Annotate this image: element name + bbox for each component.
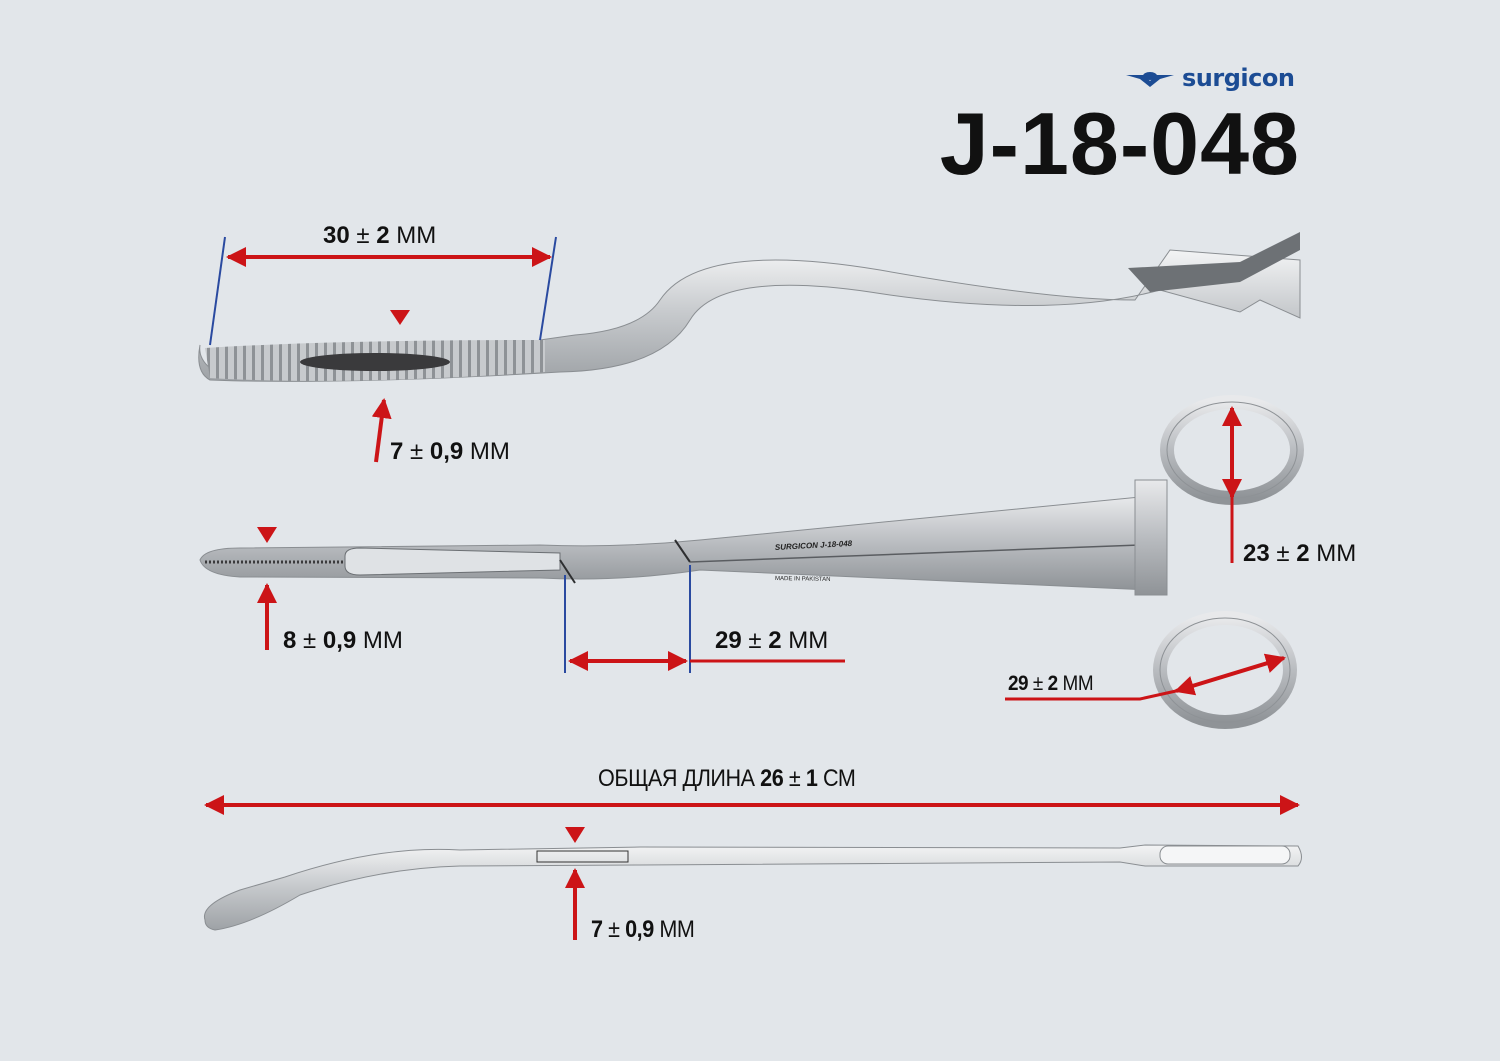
- winged-emblem-icon: [1126, 72, 1174, 87]
- engraving-brand: SURGICON J-18-048: [775, 539, 853, 552]
- label-ring-height: 23 ± 2 ММ: [1243, 540, 1357, 567]
- label-tip-width: 8 ± 0,9 ММ: [283, 627, 403, 654]
- engraving-origin: MADE IN PAKISTAN: [775, 576, 831, 583]
- jaw-closeup: [198, 232, 1301, 382]
- label-ring-width: 29 ± 2 ММ: [1008, 672, 1094, 695]
- label-jaw-width: 7 ± 0,9 ММ: [390, 438, 510, 465]
- forceps-front-view: SURGICON J-18-048 MADE IN PAKISTAN: [199, 395, 1304, 729]
- forceps-side-view: [203, 844, 1302, 931]
- brand-name: surgicon: [1182, 64, 1295, 92]
- label-box-joint: 29 ± 2 ММ: [715, 627, 829, 654]
- label-side-width: 7 ± 0,9 ММ: [591, 916, 695, 943]
- product-code: J-18-048: [939, 94, 1300, 193]
- brand-logo: surgicon: [1126, 64, 1295, 92]
- label-overall-length: ОБЩАЯ ДЛИНА 26 ± 1 СМ: [598, 765, 856, 792]
- label-jaw-length: 30 ± 2 ММ: [323, 222, 437, 249]
